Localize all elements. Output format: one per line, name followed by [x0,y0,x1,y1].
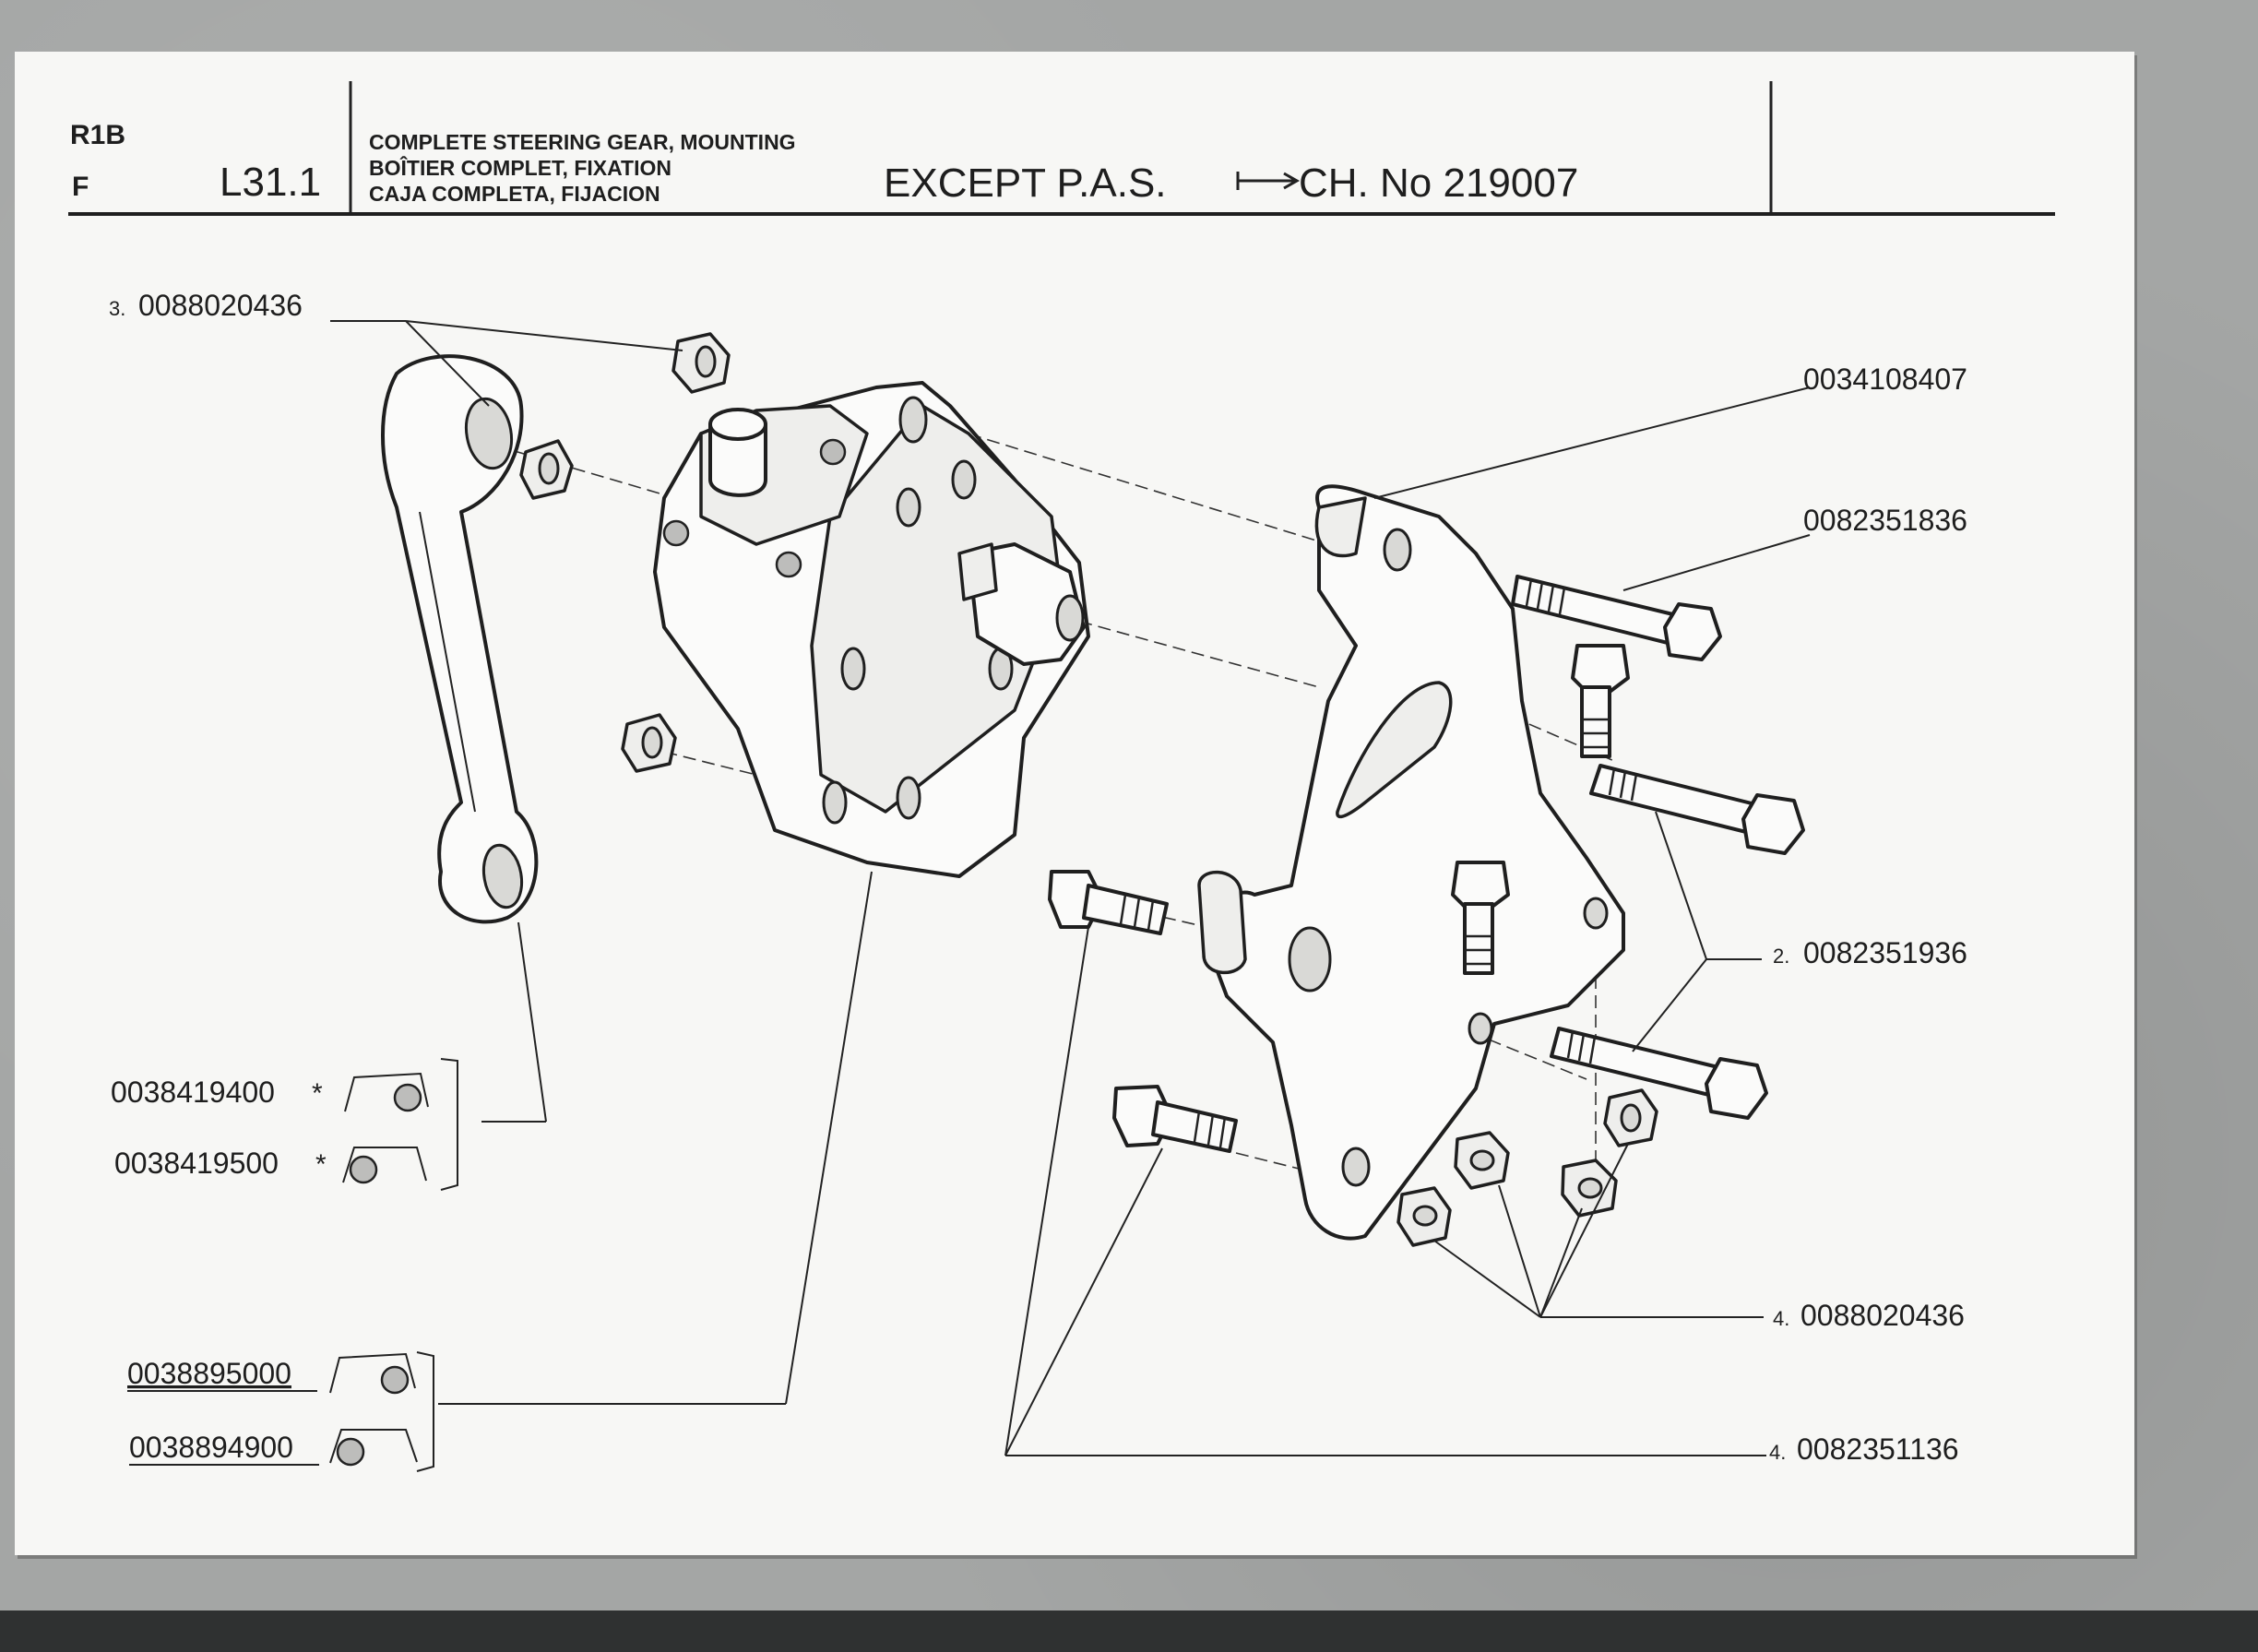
scan-bottom-edge [0,1610,2258,1652]
part-mark-drop-arm-a: * [312,1078,323,1109]
part-number-bracket: 0034108407 [1803,362,1967,396]
part-qty-nuts-bottom: 4. [1773,1307,1789,1330]
part-number-nut-top: 0088020436 [138,289,303,322]
part-qty-nut-top: 3. [109,297,125,320]
title-french: BOÎTIER COMPLET, FIXATION [369,155,671,180]
vertical-bolt-top [1571,644,1630,758]
model-code: R1B [70,120,125,150]
chassis-number: CH. No 219007 [1299,160,1578,206]
long-bolt-bottom [1550,1027,1768,1120]
steering-gearbox [653,381,1090,878]
title-english: COMPLETE STEERING GEAR, MOUNTING [369,130,796,154]
short-bolt-lower [1112,1085,1238,1153]
nut-bottom-2 [1396,1186,1452,1247]
part-number-gearbox-a: 0038895000 [127,1357,291,1390]
mounting-bracket [1197,484,1625,1241]
header: R1B F L31.1 COMPLETE STEERING GEAR, MOUN… [68,81,2055,216]
drop-arm-alternatives-bracket [342,1058,458,1191]
part-mark-drop-arm-b: * [315,1149,327,1180]
nut-top-2 [519,439,574,500]
part-number-nuts-bottom: 0088020436 [1800,1299,1965,1332]
nut-bottom-1 [1454,1131,1510,1190]
application-note: EXCEPT P.A.S. [884,160,1167,206]
drop-arm [381,354,539,924]
part-qty-long-bolts: 2. [1773,945,1789,968]
title-spanish: CAJA COMPLETA, FIJACION [369,182,660,206]
short-bolt-upper [1048,870,1169,935]
part-number-gearbox-b: 0038894900 [129,1431,293,1464]
nut-top-1 [671,332,731,394]
long-bolt-top [1511,575,1722,661]
up-to-arrow-icon [1236,172,1301,190]
part-number-short-bolts: 0082351136 [1797,1432,1959,1466]
nut-bottom-3 [1561,1159,1618,1218]
part-number-drop-arm-b: 0038419500 [114,1147,279,1180]
nut-left [621,713,677,773]
page-ref: L31.1 [220,160,321,205]
long-bolt-middle [1589,764,1805,855]
part-number-drop-arm-a: 0038419400 [111,1076,275,1109]
part-labels: 3. 0088020436 0034108407 0082351836 2. 0… [109,289,1967,1466]
model-variant: F [72,172,89,202]
nut-bottom-4 [1603,1088,1658,1147]
vertical-bolt-bottom [1451,861,1510,975]
part-number-long-bolts: 0082351936 [1803,936,1967,969]
part-number-long-bolt: 0082351836 [1803,504,1967,537]
gearbox-alternatives-bracket [329,1351,434,1472]
leader-lines [330,320,1811,1456]
part-qty-short-bolts: 4. [1769,1441,1786,1464]
